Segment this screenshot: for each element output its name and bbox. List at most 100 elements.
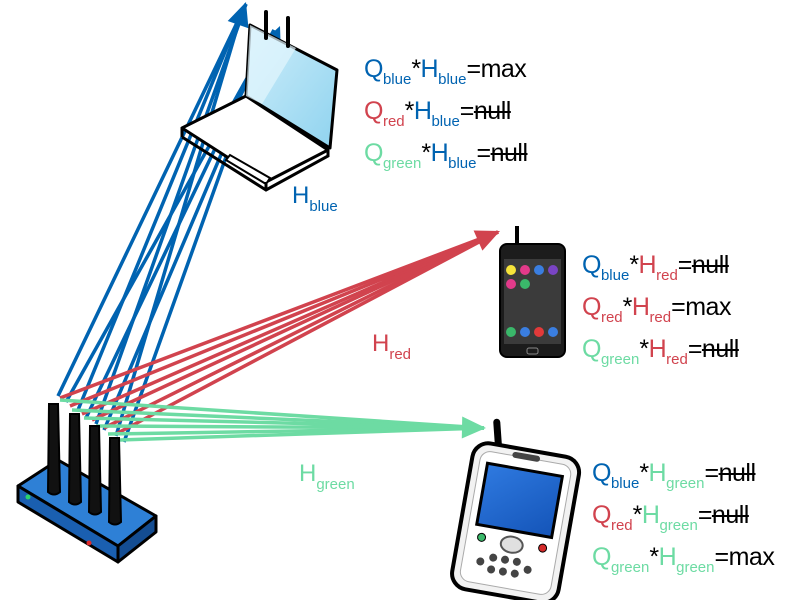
- q-subscript: green: [382, 155, 422, 172]
- q-subscript: blue: [382, 71, 412, 88]
- beam-label-subscript: blue: [309, 198, 338, 215]
- multiply-sign: *: [632, 501, 643, 529]
- h-subscript: red: [666, 351, 688, 368]
- equation-result: null: [691, 251, 729, 279]
- multiply-sign: *: [411, 55, 421, 83]
- q-symbol: Q: [364, 97, 383, 125]
- equation-row: Qgreen*Hred=null: [582, 330, 739, 379]
- equation-result: max: [480, 55, 527, 83]
- blue-beam-ray: [56, 3, 248, 397]
- h-symbol: H: [299, 460, 317, 487]
- equation-row: Qgreen*Hgreen=max: [592, 538, 775, 587]
- q-subscript: red: [382, 113, 405, 130]
- h-symbol: H: [430, 139, 449, 167]
- q-symbol: Q: [364, 55, 383, 83]
- router-icon: [16, 403, 158, 564]
- h-symbol: H: [638, 251, 657, 279]
- equation-result: null: [718, 459, 756, 487]
- q-symbol: Q: [582, 293, 601, 321]
- equation-row: Qred*Hgreen=null: [592, 496, 749, 545]
- multiply-sign: *: [421, 139, 431, 167]
- equals-sign: =: [677, 251, 693, 279]
- equation-row: Qred*Hred=max: [582, 288, 731, 337]
- q-subscript: green: [610, 559, 650, 576]
- equation-row: Qblue*Hred=null: [582, 246, 729, 295]
- equals-sign: =: [466, 55, 481, 83]
- h-symbol: H: [648, 459, 667, 487]
- equation-result: null: [701, 335, 739, 363]
- h-subscript: red: [649, 309, 672, 326]
- beam-label-green: Hgreen: [299, 460, 355, 493]
- equation-result: null: [490, 139, 528, 167]
- h-symbol: H: [658, 543, 677, 571]
- multiply-sign: *: [649, 543, 659, 571]
- multiply-sign: *: [404, 97, 415, 125]
- q-symbol: Q: [592, 543, 611, 571]
- h-subscript: green: [666, 475, 705, 492]
- h-symbol: H: [648, 335, 667, 363]
- q-symbol: Q: [582, 251, 601, 279]
- smartphone-icon: [499, 226, 566, 358]
- blue-beam-ray: [94, 3, 248, 425]
- red-beam-ray: [59, 230, 499, 400]
- h-subscript: blue: [438, 71, 467, 88]
- equals-sign: =: [671, 293, 686, 321]
- h-symbol: H: [631, 293, 650, 321]
- q-subscript: red: [600, 309, 623, 326]
- beam-label-red: Hred: [372, 330, 411, 363]
- beam-label-blue: Hblue: [292, 182, 338, 215]
- q-symbol: Q: [592, 459, 611, 487]
- multiply-sign: *: [639, 459, 649, 487]
- q-symbol: Q: [592, 501, 611, 529]
- green-arrow-head: [461, 416, 486, 439]
- beam-label-subscript: red: [389, 346, 412, 363]
- blue-arrow-head: [227, 2, 249, 29]
- equals-sign: =: [476, 139, 491, 167]
- equation-result: null: [711, 501, 749, 529]
- h-subscript: green: [676, 559, 715, 576]
- multiply-sign: *: [622, 293, 633, 321]
- blue-beam: [56, 3, 276, 443]
- equation-result: max: [685, 293, 731, 321]
- q-symbol: Q: [364, 139, 383, 167]
- blue-beam-ray: [114, 7, 245, 437]
- equation-result: null: [473, 97, 511, 125]
- equation-result: max: [728, 543, 775, 571]
- red-beam-ray: [103, 230, 499, 430]
- h-subscript: blue: [431, 113, 460, 130]
- h-symbol: H: [420, 55, 439, 83]
- equation-row: Qblue*Hgreen=null: [592, 454, 756, 503]
- multiply-sign: *: [639, 335, 649, 363]
- laptop-icon: [180, 10, 339, 192]
- green-beam-ray: [119, 426, 485, 442]
- q-subscript: red: [610, 517, 633, 534]
- equals-sign: =: [714, 543, 730, 571]
- equals-sign: =: [704, 459, 719, 487]
- equals-sign: =: [687, 335, 703, 363]
- blue-beam-ray: [76, 7, 245, 411]
- equation-row: Qblue*Hblue=max: [364, 50, 527, 99]
- green-beam: [59, 398, 485, 442]
- equation-row: Qred*Hblue=null: [364, 92, 511, 141]
- h-symbol: H: [641, 501, 660, 529]
- h-symbol: H: [372, 330, 390, 357]
- equals-sign: =: [459, 97, 475, 125]
- q-subscript: blue: [600, 267, 630, 284]
- beams: [56, 2, 500, 443]
- h-subscript: green: [659, 517, 698, 534]
- equals-sign: =: [697, 501, 713, 529]
- equation-row: Qgreen*Hblue=null: [364, 134, 528, 183]
- q-symbol: Q: [582, 335, 601, 363]
- pda-phone-icon: [450, 418, 582, 600]
- red-arrow-head: [473, 230, 500, 251]
- red-beam-ray: [115, 230, 499, 436]
- multiply-sign: *: [629, 251, 639, 279]
- red-beam: [59, 230, 499, 436]
- red-beam-ray: [91, 230, 499, 422]
- red-beam-ray: [69, 230, 499, 408]
- q-subscript: green: [600, 351, 640, 368]
